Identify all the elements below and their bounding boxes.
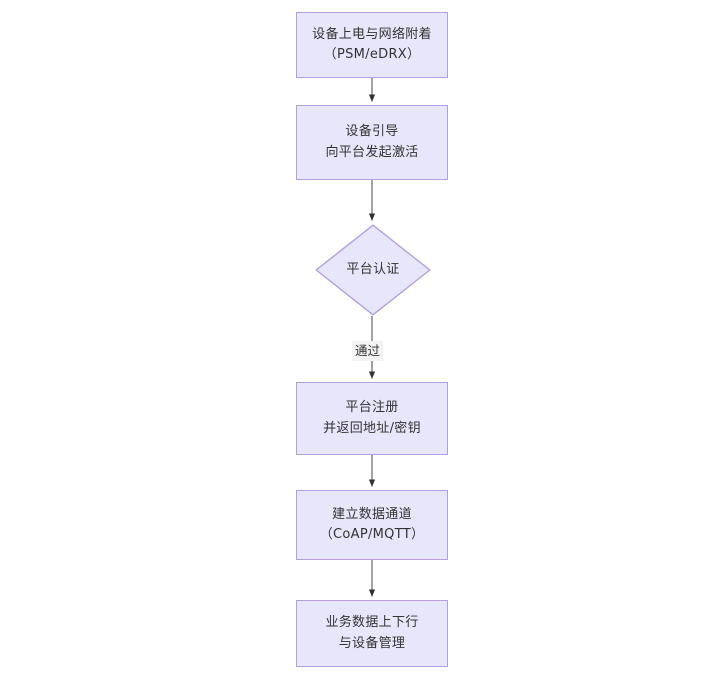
flow-node-platform-auth-decision[interactable]: 平台认证 [315, 224, 431, 316]
edge-label-pass: 通过 [352, 341, 384, 361]
flow-node-label-line: 业务数据上下行 [325, 615, 419, 631]
flow-node-label-line: 建立数据通道 [332, 506, 412, 522]
flow-node-label-line: 平台注册 [345, 400, 399, 416]
flow-node-establish-data-channel[interactable]: 建立数据通道 （CoAP/MQTT） [296, 490, 448, 560]
flow-node-label-line: 平台认证 [346, 261, 400, 277]
flow-node-label-line: 并返回地址/密钥 [323, 420, 421, 436]
flow-node-label-line: 向平台发起激活 [325, 144, 419, 160]
flow-node-device-power-on[interactable]: 设备上电与网络附着 （PSM/eDRX） [296, 12, 448, 78]
flow-node-device-bootstrap[interactable]: 设备引导 向平台发起激活 [296, 105, 448, 180]
flow-node-label-line: （CoAP/MQTT） [319, 527, 425, 542]
flow-node-label-line: 设备上电与网络附着 [312, 26, 432, 42]
flow-node-label-line: 设备引导 [345, 124, 399, 140]
flow-node-platform-registration[interactable]: 平台注册 并返回地址/密钥 [296, 382, 448, 455]
diamond-shape [315, 224, 431, 316]
flow-node-label-line: （PSM/eDRX） [323, 47, 421, 62]
flow-node-label-line: 与设备管理 [338, 635, 406, 651]
flow-node-business-data-and-device-management[interactable]: 业务数据上下行 与设备管理 [296, 600, 448, 667]
